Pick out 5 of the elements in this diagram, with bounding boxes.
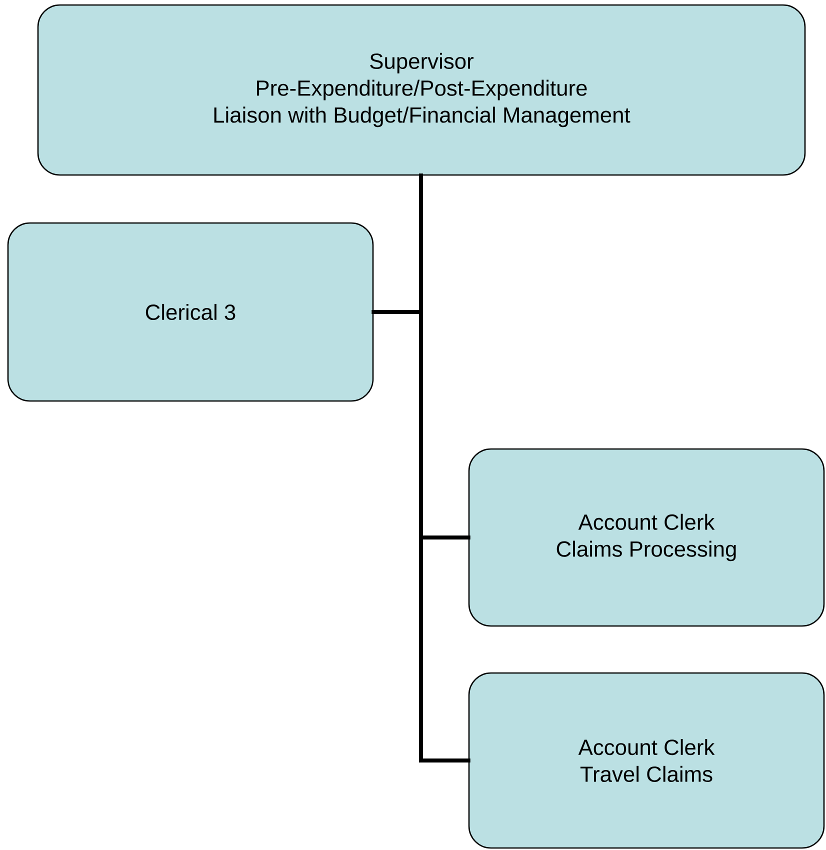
position-box: Supervisor Pre-Expenditure/Post-Expenditure Liaison with Budget/Financial Management [37, 4, 806, 176]
position-box: Account Clerk Travel Claims [468, 672, 825, 849]
position-box: Clerical 3 [7, 222, 374, 402]
position-box: Account Clerk Claims Processing [468, 448, 825, 627]
connector-line [419, 174, 470, 762]
